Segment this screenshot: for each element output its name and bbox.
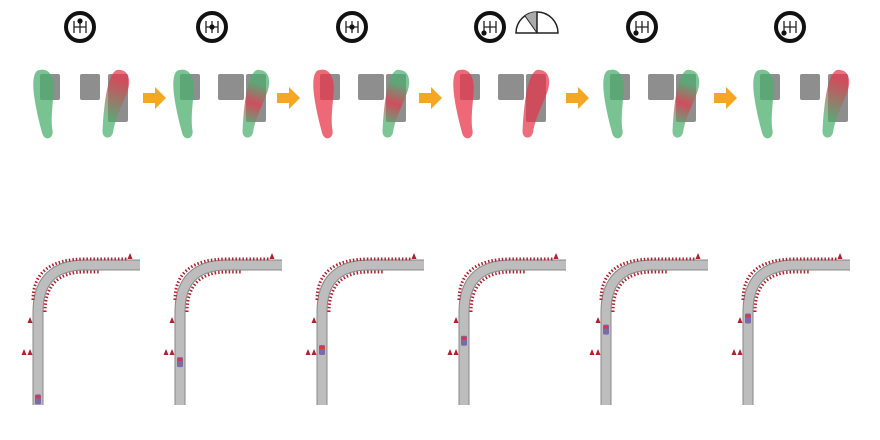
speedometer-icon	[515, 11, 559, 34]
left-foot	[453, 69, 474, 139]
cone-icon	[731, 349, 737, 355]
gear-knob	[781, 30, 787, 36]
right-foot	[672, 69, 700, 138]
right-foot	[522, 69, 550, 138]
track-panel-3	[305, 253, 424, 405]
cone-icon	[411, 253, 417, 259]
track-sequence	[21, 253, 850, 405]
cone-icon	[27, 349, 33, 355]
cone-icon	[589, 349, 595, 355]
track-panel-1	[21, 253, 140, 405]
pedal-sequence	[33, 11, 850, 139]
track-road	[459, 260, 566, 405]
cone-icon	[169, 317, 175, 323]
track-panel-2	[163, 253, 282, 405]
cone-icon	[27, 317, 33, 323]
inner-cone-line	[753, 270, 810, 313]
cone-icon	[169, 349, 175, 355]
next-step-arrow	[566, 87, 589, 109]
gear-knob	[481, 30, 487, 36]
right-foot	[242, 69, 270, 138]
next-step-arrow	[143, 87, 166, 109]
gear-shift-icon	[474, 11, 506, 43]
left-foot	[753, 69, 774, 139]
right-foot	[822, 69, 850, 138]
track-road	[33, 260, 140, 405]
left-foot	[33, 69, 54, 139]
step-1	[33, 11, 166, 139]
next-step-arrow	[419, 87, 442, 109]
cone-icon	[737, 349, 743, 355]
cone-icon	[837, 253, 843, 259]
inner-cone-line	[327, 270, 384, 313]
cone-icon	[305, 349, 311, 355]
track-panel-6	[731, 253, 850, 405]
gear-shift-icon	[196, 11, 228, 43]
cone-icon	[453, 349, 459, 355]
cone-icon	[311, 317, 317, 323]
gear-knob	[633, 30, 639, 36]
left-foot	[603, 69, 624, 139]
step-2	[173, 11, 300, 139]
brake-pedal	[648, 74, 674, 100]
next-step-arrow	[714, 87, 737, 109]
gear-knob	[209, 24, 215, 30]
cone-icon	[453, 317, 459, 323]
brake-pedal	[218, 74, 244, 100]
outer-cone-line	[31, 257, 128, 301]
gear-shift-icon	[626, 11, 658, 43]
track-panel-5	[589, 253, 708, 405]
car-icon	[603, 324, 609, 335]
cone-icon	[163, 349, 169, 355]
gear-knob	[349, 24, 355, 30]
next-step-arrow	[277, 87, 300, 109]
brake-pedal	[358, 74, 384, 100]
gear-shift-icon	[336, 11, 368, 43]
cone-icon	[269, 253, 275, 259]
track-road	[601, 260, 708, 405]
right-foot	[382, 69, 410, 138]
car-icon	[319, 345, 325, 356]
left-foot	[173, 69, 194, 139]
outer-cone-line	[599, 257, 696, 301]
outer-cone-line	[315, 257, 412, 301]
cone-icon	[737, 317, 743, 323]
outer-cone-line	[457, 257, 554, 301]
inner-cone-line	[185, 270, 242, 313]
cone-icon	[127, 253, 133, 259]
left-foot	[313, 69, 334, 139]
track-road	[743, 260, 850, 405]
car-icon	[745, 313, 751, 324]
step-3	[313, 11, 442, 139]
track-panel-4	[447, 253, 566, 405]
cone-icon	[595, 317, 601, 323]
step-4	[453, 11, 589, 139]
inner-cone-line	[43, 270, 100, 313]
step-5	[603, 11, 737, 139]
cone-icon	[311, 349, 317, 355]
outer-cone-line	[173, 257, 270, 301]
gear-shift-icon	[774, 11, 806, 43]
car-icon	[35, 394, 41, 405]
car-icon	[461, 335, 467, 346]
step-6	[753, 11, 850, 139]
gear-knob	[77, 18, 83, 24]
cone-icon	[21, 349, 27, 355]
brake-pedal	[498, 74, 524, 100]
brake-pedal	[800, 74, 820, 100]
track-road	[317, 260, 424, 405]
track-road	[175, 260, 282, 405]
right-foot	[102, 69, 130, 138]
cone-icon	[695, 253, 701, 259]
inner-cone-line	[469, 270, 526, 313]
car-icon	[177, 357, 183, 368]
outer-cone-line	[741, 257, 838, 301]
cone-icon	[447, 349, 453, 355]
cone-icon	[553, 253, 559, 259]
cone-icon	[595, 349, 601, 355]
brake-pedal	[80, 74, 100, 100]
gear-shift-icon	[64, 11, 96, 43]
inner-cone-line	[611, 270, 668, 313]
speed-needle	[524, 15, 538, 34]
